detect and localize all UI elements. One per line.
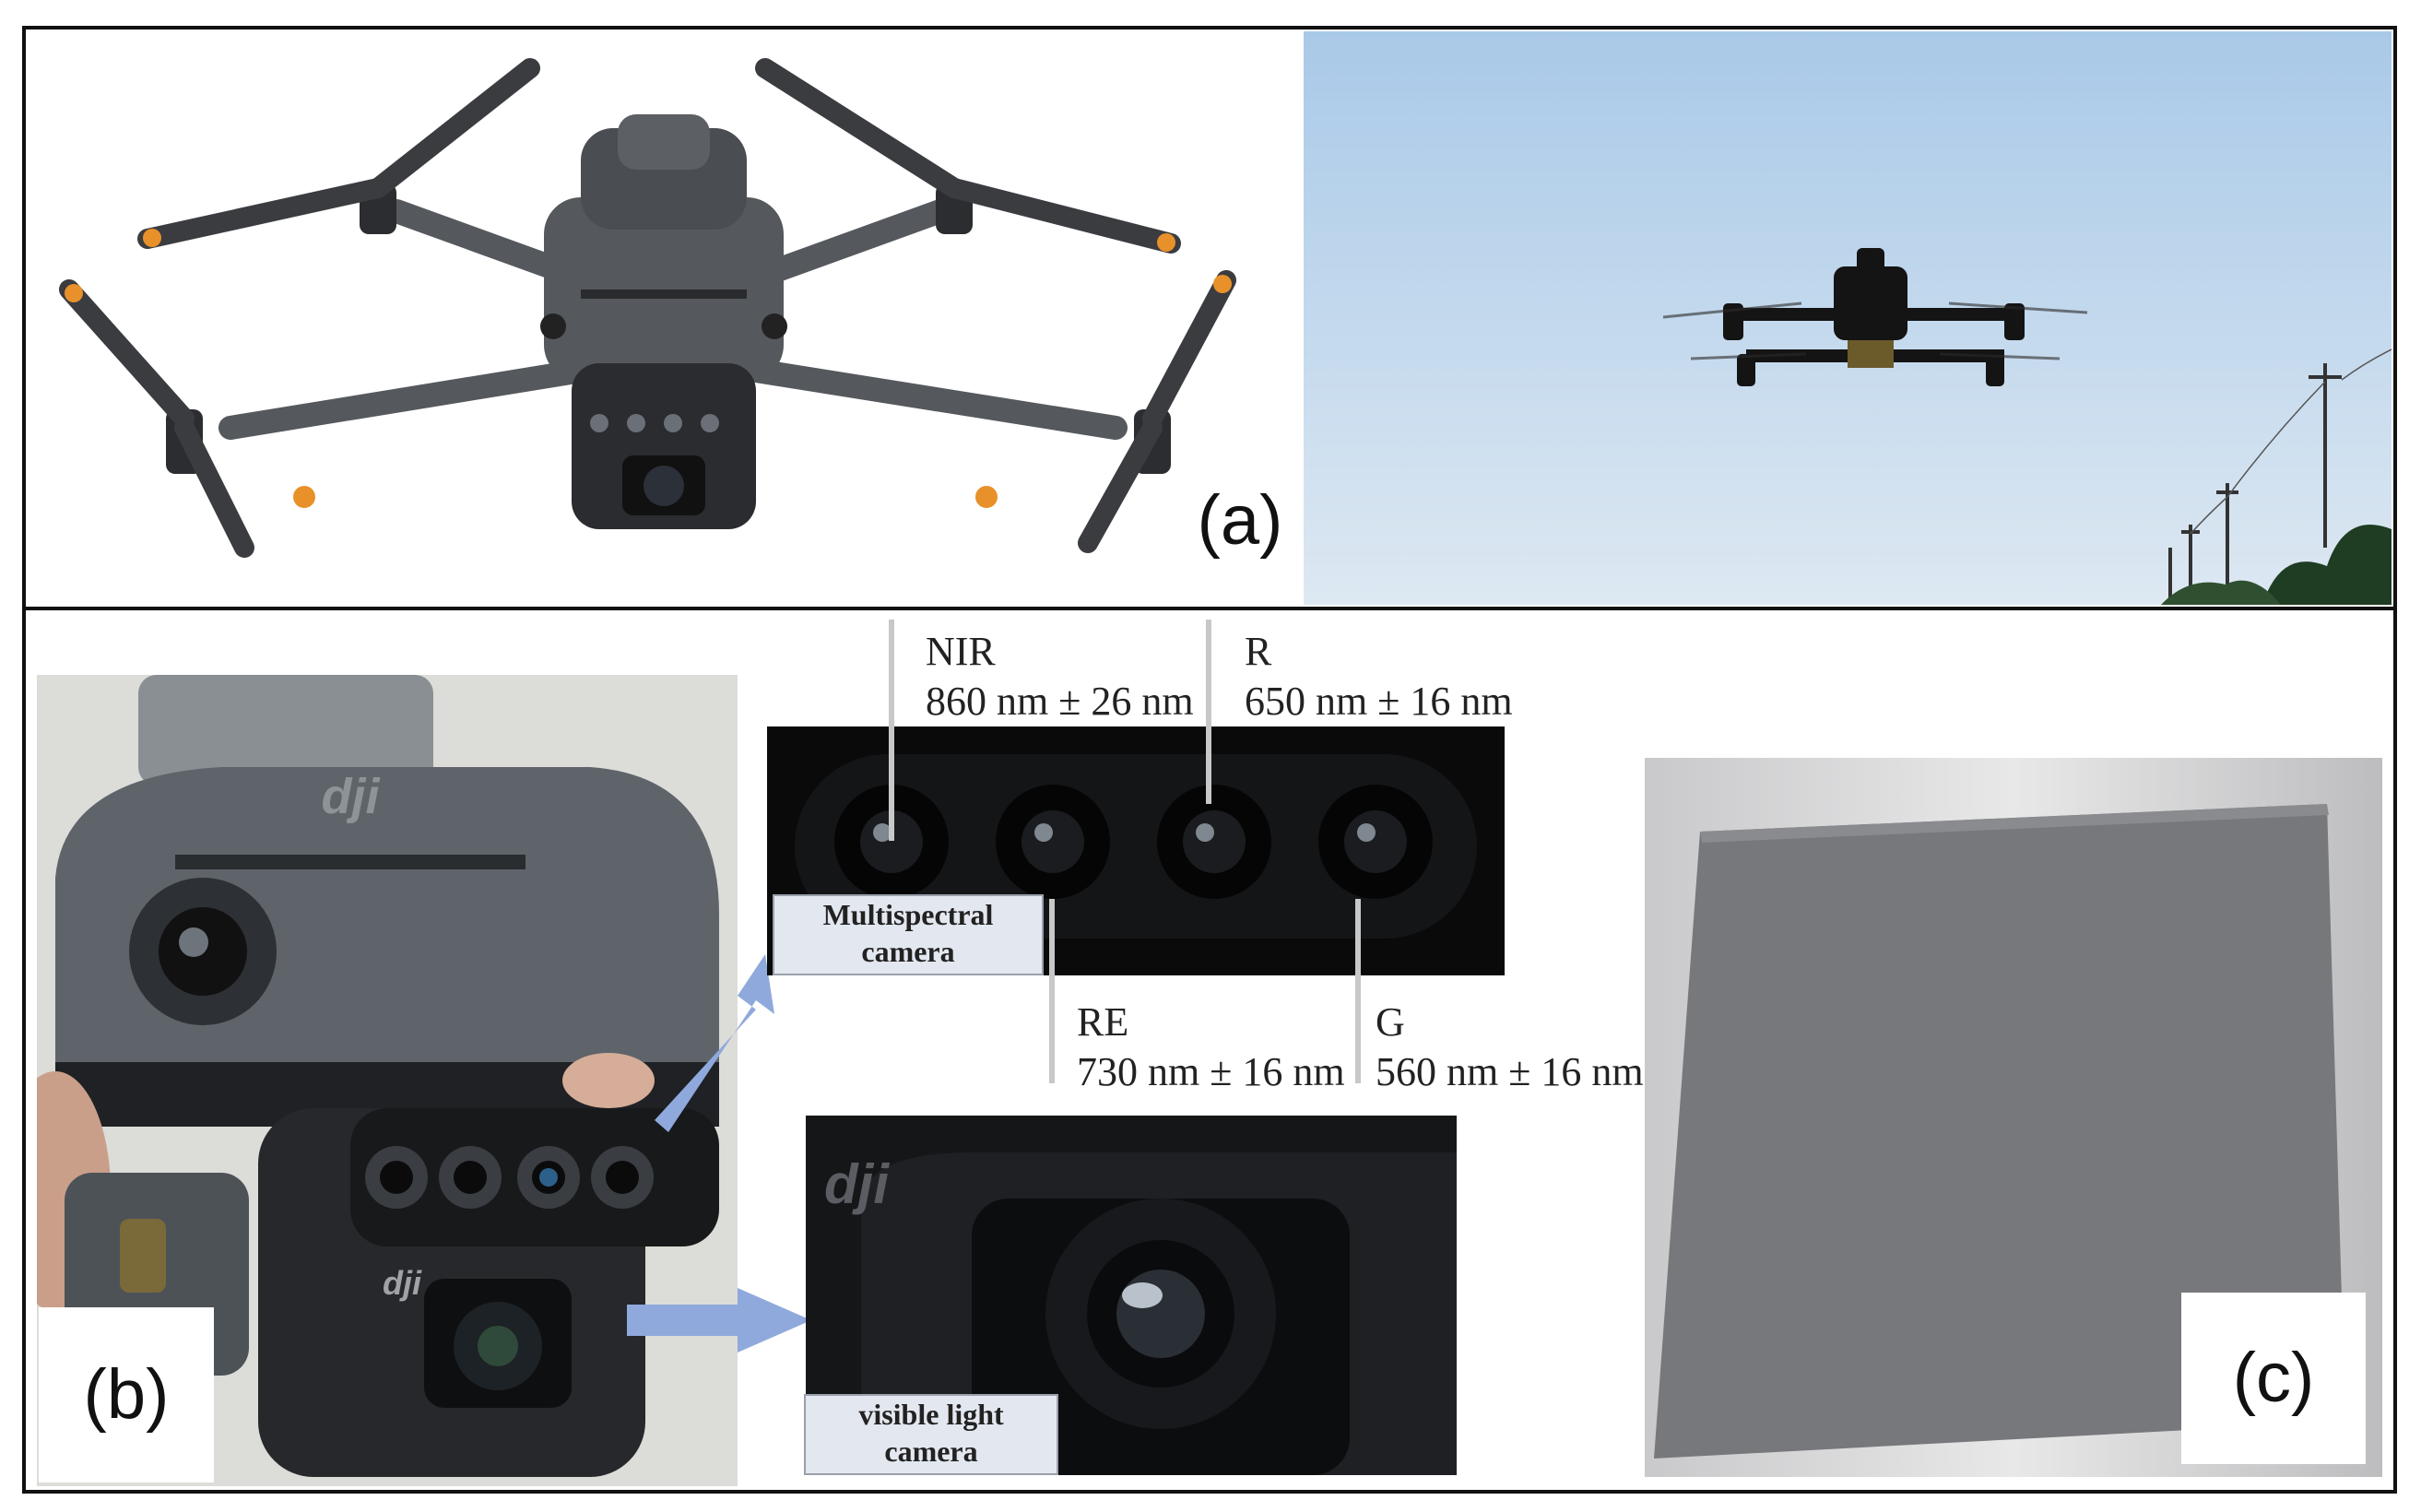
panel-b-label: (b) — [83, 1355, 170, 1434]
leader-nir — [889, 620, 894, 841]
arrow-to-multispectral — [655, 954, 774, 1132]
panel-a-label-box: (a) — [1180, 470, 1300, 572]
band-g-label: G 560 nm ± 16 nm — [1376, 998, 1644, 1097]
leader-r — [1206, 620, 1211, 804]
band-g-range: 560 nm ± 16 nm — [1376, 1049, 1644, 1094]
visible-tag-line2: camera — [884, 1435, 978, 1468]
band-r-label: R 650 nm ± 16 nm — [1245, 627, 1513, 726]
drone-in-flight-photo — [1304, 31, 2391, 605]
arrows — [627, 954, 811, 1353]
visible-camera-tag: visible light camera — [804, 1394, 1058, 1475]
visible-tag-line1: visible light — [858, 1398, 1004, 1431]
panel-b-label-box: (b) — [39, 1307, 214, 1482]
bottom-panel-frame — [22, 607, 2397, 1494]
multispectral-tag-line1: Multispectral — [822, 898, 994, 931]
panel-c-label: (c) — [2232, 1339, 2315, 1417]
dji-logo-top: dji — [322, 769, 381, 824]
dji-logo-gimbal: dji — [383, 1264, 422, 1302]
band-nir-range: 860 nm ± 26 nm — [926, 679, 1194, 724]
leader-re — [1049, 899, 1055, 1083]
multispectral-tag-line2: camera — [861, 935, 955, 968]
band-re-name: RE — [1077, 999, 1129, 1045]
band-re-label: RE 730 nm ± 16 nm — [1077, 998, 1345, 1097]
band-nir-name: NIR — [926, 629, 996, 674]
band-g-name: G — [1376, 999, 1405, 1045]
panel-a-label: (a) — [1197, 481, 1283, 560]
band-r-name: R — [1245, 629, 1272, 674]
band-re-range: 730 nm ± 16 nm — [1077, 1049, 1345, 1094]
band-nir-label: NIR 860 nm ± 26 nm — [926, 627, 1194, 726]
arrow-to-visible — [627, 1288, 811, 1353]
dji-logo-visible: dji — [824, 1153, 890, 1215]
leader-g — [1355, 899, 1361, 1083]
panel-c-label-box: (c) — [2181, 1293, 2366, 1464]
drone-product-photo — [28, 31, 1300, 605]
band-r-range: 650 nm ± 16 nm — [1245, 679, 1513, 724]
multispectral-camera-tag: Multispectral camera — [773, 894, 1044, 975]
visible-camera-photo: dji — [806, 1116, 1457, 1475]
